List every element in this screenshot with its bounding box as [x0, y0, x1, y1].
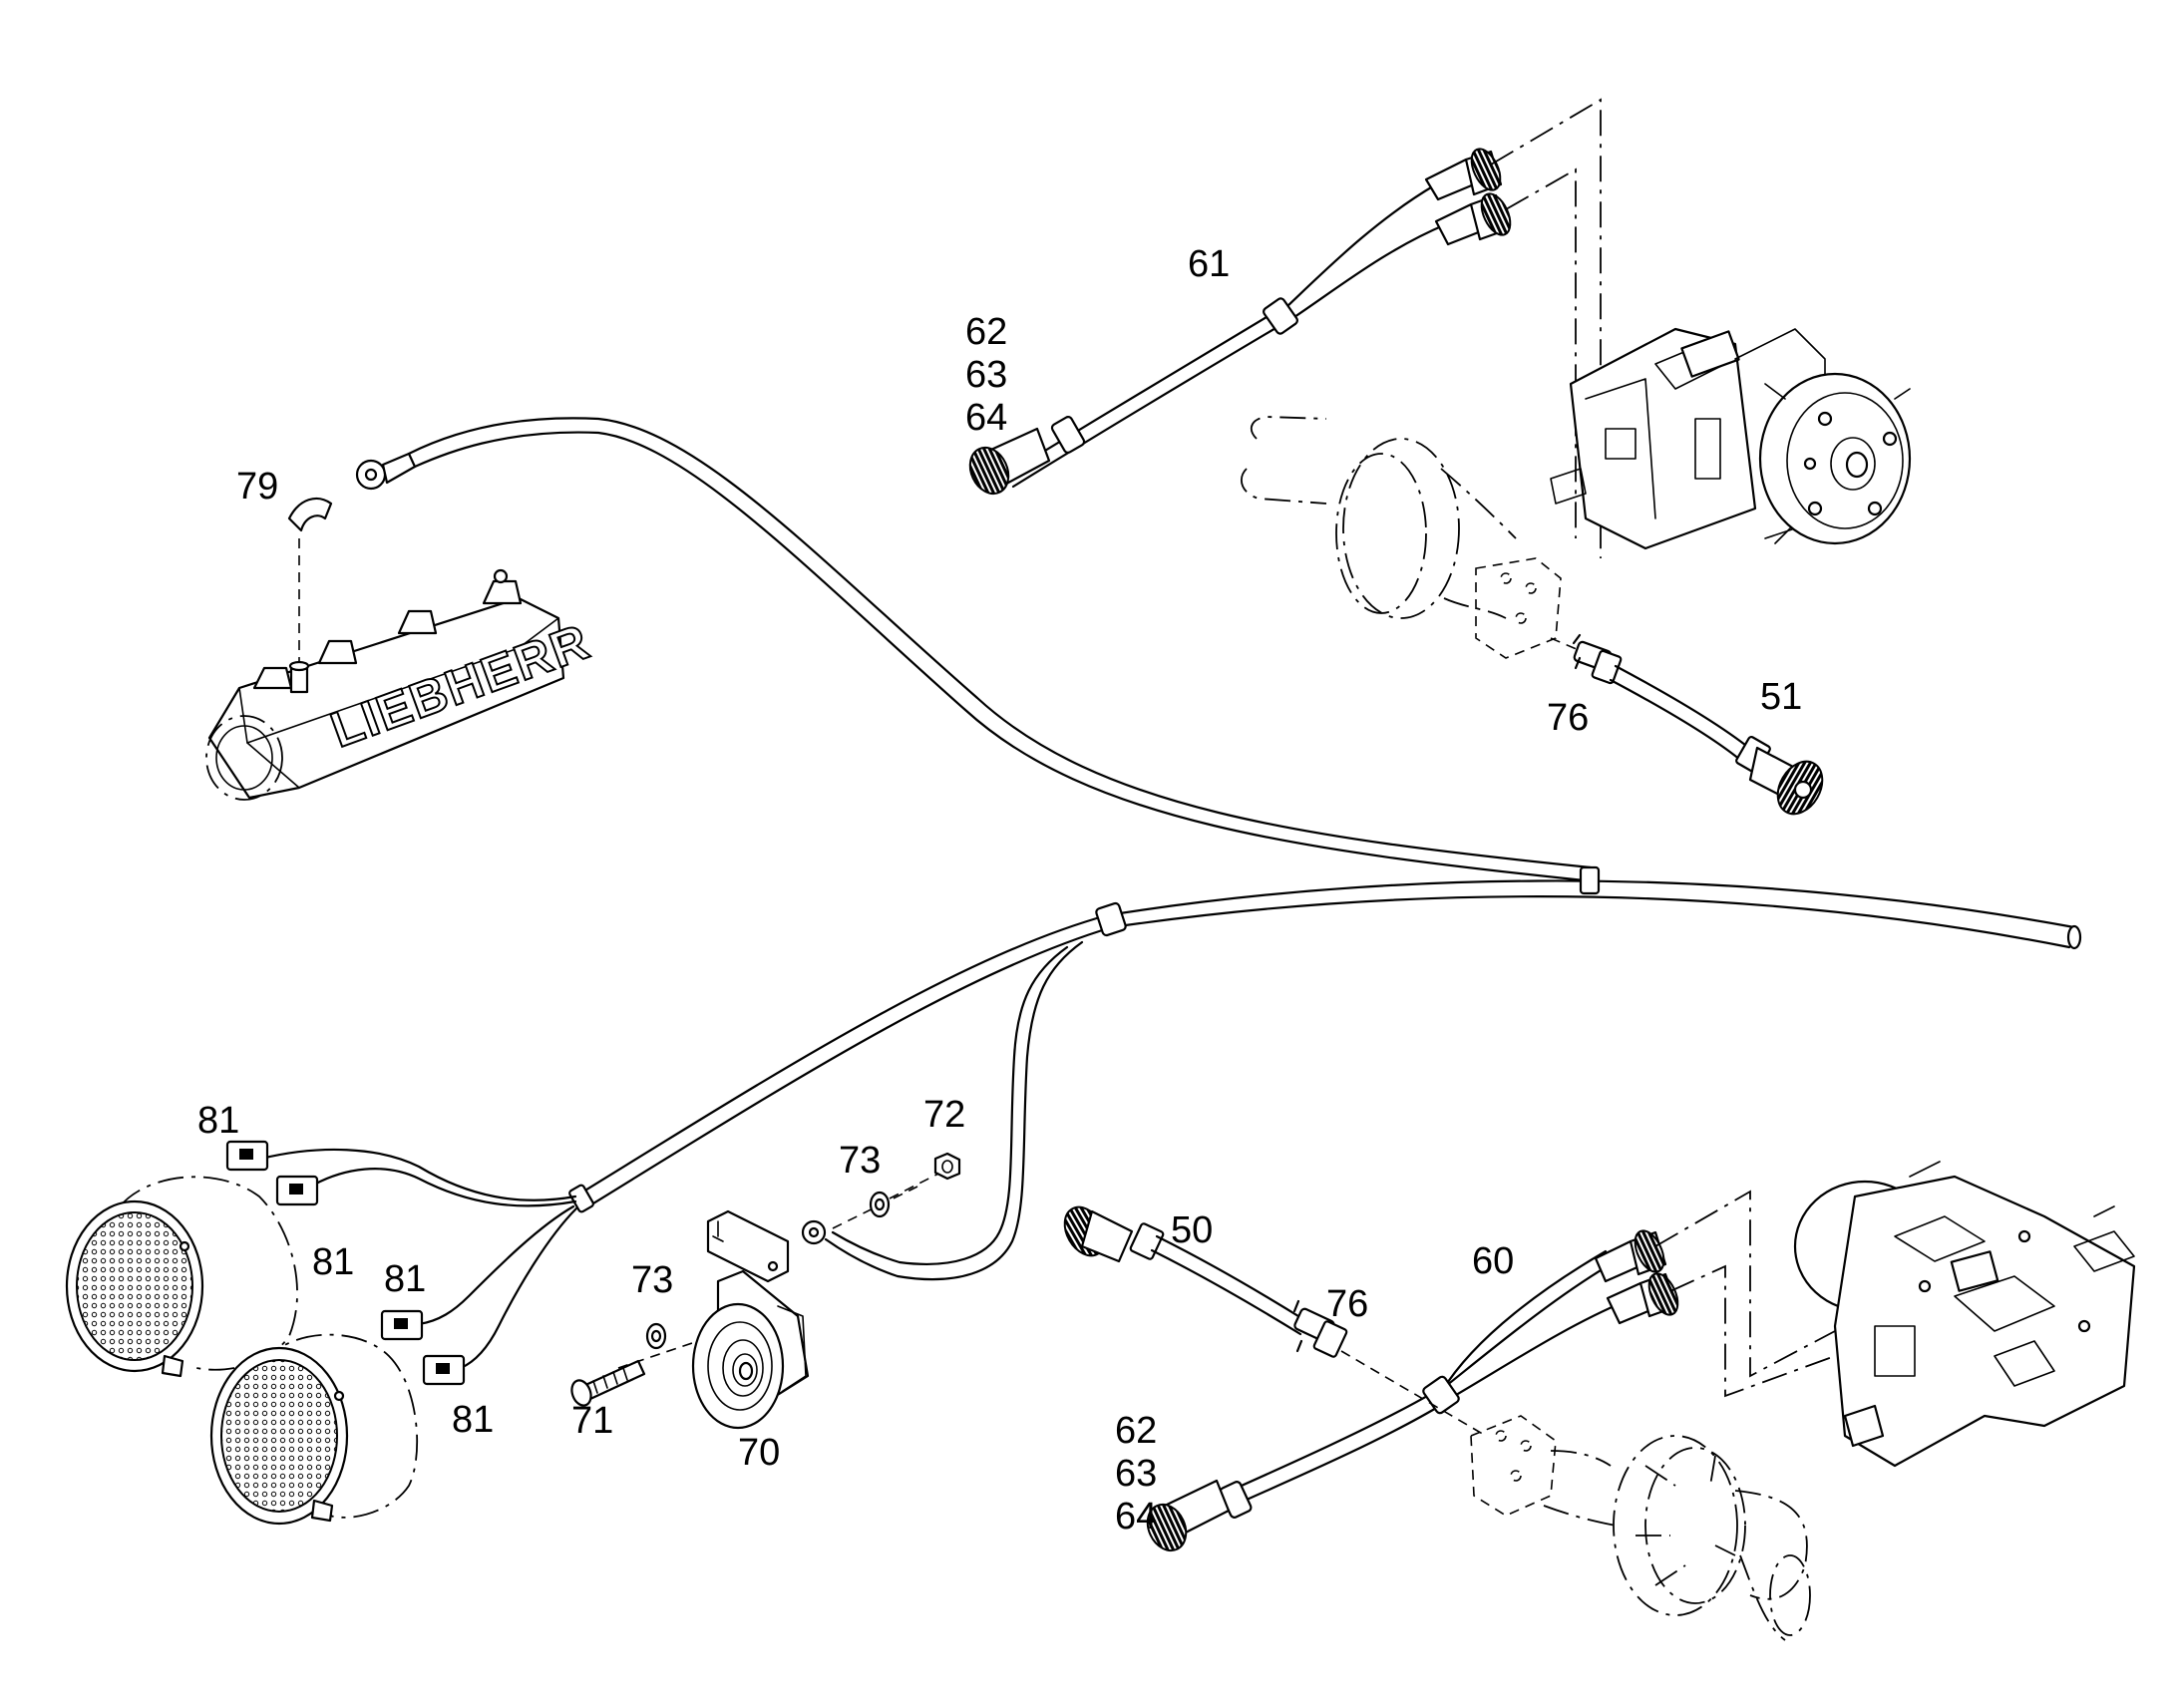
callout-81-c: 81 [384, 1258, 426, 1300]
washer-73-upper [832, 1186, 918, 1229]
callout-64-bottom: 64 [1115, 1496, 1157, 1537]
connector-81-b [275, 1175, 319, 1206]
connector-50 [1063, 1205, 1165, 1263]
connector-62-64-bottom [1146, 1479, 1231, 1552]
callout-62-bottom: 62 [1115, 1410, 1157, 1452]
y-cable-61 [968, 98, 1602, 558]
callout-60: 60 [1472, 1240, 1514, 1282]
callout-51: 51 [1760, 676, 1802, 718]
work-lamp-upper [65, 1176, 298, 1378]
callout-76-bottom: 76 [1326, 1283, 1368, 1325]
connector-81-c [380, 1309, 424, 1341]
junction-sleeve-right [1579, 865, 1601, 895]
callout-labels: 61 62 63 64 79 76 51 81 81 81 81 72 73 7… [197, 243, 1802, 1537]
horn-70 [691, 1209, 810, 1430]
callout-63-bottom: 63 [1115, 1453, 1157, 1495]
connector-60-upper [1594, 1229, 1667, 1283]
callout-50: 50 [1171, 1209, 1213, 1251]
connector-62-64-top [968, 427, 1051, 496]
sensor-76-top [1572, 633, 1623, 685]
callout-73-lower: 73 [631, 1259, 673, 1301]
callout-63-top: 63 [965, 354, 1007, 396]
drive-shaft-bottom [1470, 1415, 1811, 1641]
junction-sleeve-left [1095, 901, 1127, 937]
callout-70: 70 [738, 1432, 780, 1474]
connector-81-d [422, 1354, 466, 1386]
main-harness [225, 417, 2082, 1386]
connector-61-upper [1424, 148, 1503, 201]
sensor-76-bottom [1292, 1299, 1348, 1358]
hydraulic-pump-top [1550, 327, 1912, 550]
connector-60-lower [1606, 1272, 1679, 1325]
callout-79: 79 [236, 466, 278, 508]
connector-61-lower [1434, 192, 1512, 246]
cable-50 [1063, 1205, 1487, 1437]
callout-62-top: 62 [965, 311, 1007, 353]
callout-81-a: 81 [197, 1100, 239, 1142]
nut-72 [889, 1152, 961, 1199]
connector-51 [1735, 736, 1824, 816]
callout-81-b: 81 [312, 1241, 354, 1283]
callout-61: 61 [1188, 243, 1230, 285]
harness-end [2066, 924, 2082, 950]
callout-72: 72 [923, 1094, 965, 1136]
drive-shaft-top [1241, 416, 1824, 816]
screw-71 [570, 1340, 699, 1407]
work-lamp-lower [209, 1333, 419, 1526]
connector-81-a [225, 1140, 269, 1172]
callout-64-top: 64 [965, 397, 1007, 439]
part-79-terminal [287, 452, 417, 678]
callout-71: 71 [571, 1400, 613, 1442]
callout-76-top: 76 [1547, 697, 1589, 739]
hydraulic-pump-bottom [1793, 1161, 2136, 1468]
intake-manifold: LIEBHERR [205, 568, 598, 801]
callout-81-d: 81 [452, 1399, 494, 1441]
washer-73-lower [645, 1322, 667, 1350]
callout-73-upper: 73 [839, 1140, 881, 1182]
